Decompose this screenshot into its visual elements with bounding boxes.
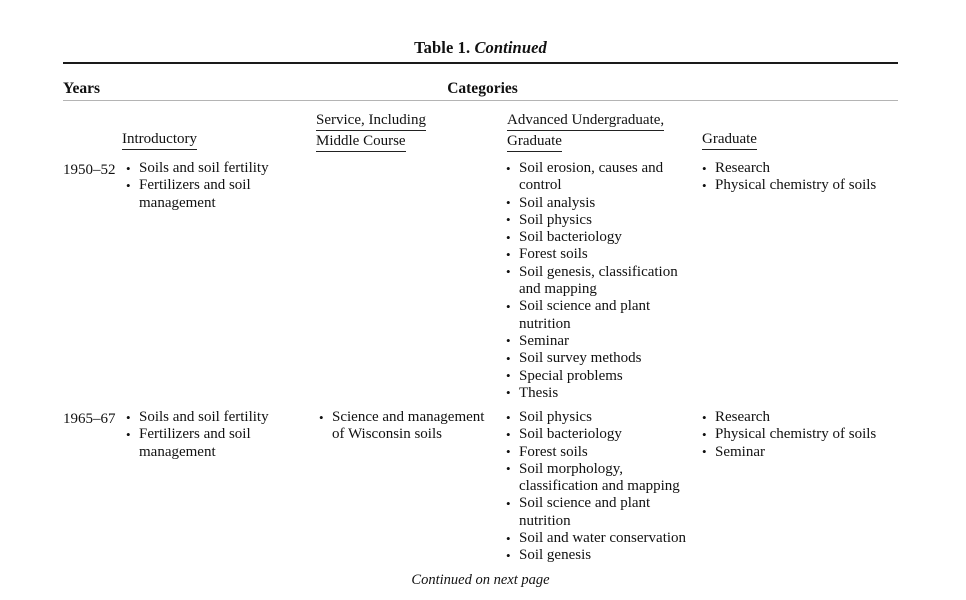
list-item: Soils and soil fertility — [126, 159, 306, 177]
list-item: Soil physics — [506, 408, 696, 426]
list-item: Soil morphology, classification and mapp… — [506, 460, 696, 496]
column-header-advanced-line2: Graduate — [507, 133, 562, 152]
column-header-introductory-line1: Introductory — [122, 131, 197, 150]
cell-advanced: Soil physicsSoil bacteriologyForest soil… — [506, 408, 696, 565]
cell-introductory: Soils and soil fertilityFertilizers and … — [126, 159, 306, 212]
column-header-advanced: Advanced Undergraduate, Graduate — [507, 112, 665, 152]
list-item: Research — [702, 408, 902, 426]
list-item: Soil erosion, causes and control — [506, 160, 696, 195]
list-item: Thesis — [506, 384, 696, 402]
list-item: Forest soils — [506, 443, 696, 461]
list-item: Soil science and plant nutrition — [506, 495, 696, 530]
list-item: Science and management of Wisconsin soil… — [319, 409, 499, 444]
list-item: Research — [702, 159, 902, 177]
column-header-service-line2: Middle Course — [316, 133, 406, 152]
list-item: Fertilizers and soil management — [126, 426, 306, 461]
column-header-service: Service, Including Middle Course — [316, 112, 426, 152]
header-years: Years — [63, 80, 101, 97]
list-item: Soil physics — [506, 211, 696, 229]
list-item: Soil genesis — [506, 547, 696, 565]
list-advanced: Soil physicsSoil bacteriologyForest soil… — [506, 408, 696, 565]
list-item: Soil survey methods — [506, 350, 696, 368]
list-item: Physical chemistry of soils — [702, 426, 902, 444]
list-advanced: Soil erosion, causes and controlSoil ana… — [506, 160, 696, 402]
header-categories: Categories — [447, 80, 518, 97]
column-header-introductory: Introductory — [122, 131, 197, 150]
list-item: Soil analysis — [506, 194, 696, 212]
table-title: Table 1. Continued — [63, 38, 898, 58]
cell-advanced: Soil erosion, causes and controlSoil ana… — [506, 160, 696, 402]
cell-graduate: ResearchPhysical chemistry of soils — [702, 159, 902, 195]
table-top-rule — [63, 62, 898, 64]
cell-service: Science and management of Wisconsin soil… — [319, 409, 499, 444]
column-header-graduate-line1: Graduate — [702, 131, 757, 150]
cell-graduate: ResearchPhysical chemistry of soilsSemin… — [702, 408, 902, 461]
column-header-service-line1: Service, Including — [316, 112, 426, 131]
column-header-graduate: Graduate — [702, 131, 757, 150]
list-item: Soil genesis, classification and mapping — [506, 263, 696, 299]
table-title-continued: Continued — [474, 38, 547, 57]
list-item: Seminar — [506, 332, 696, 350]
list-introductory: Soils and soil fertilityFertilizers and … — [126, 408, 306, 461]
continued-note: Continued on next page — [411, 572, 550, 588]
table-header-rule — [63, 100, 898, 101]
list-item: Soil science and plant nutrition — [506, 298, 696, 333]
list-item: Physical chemistry of soils — [702, 177, 902, 195]
list-item: Soil and water conservation — [506, 530, 696, 548]
list-item: Fertilizers and soil management — [126, 177, 306, 212]
cell-introductory: Soils and soil fertilityFertilizers and … — [126, 408, 306, 461]
list-graduate: ResearchPhysical chemistry of soils — [702, 159, 902, 195]
list-graduate: ResearchPhysical chemistry of soilsSemin… — [702, 408, 902, 461]
list-item: Forest soils — [506, 246, 696, 264]
list-item: Soil bacteriology — [506, 229, 696, 247]
list-item: Special problems — [506, 367, 696, 385]
list-item: Soils and soil fertility — [126, 408, 306, 426]
column-header-advanced-line1: Advanced Undergraduate, — [507, 112, 665, 131]
list-item: Soil bacteriology — [506, 426, 696, 444]
row-years: 1965–67 — [63, 411, 116, 427]
list-introductory: Soils and soil fertilityFertilizers and … — [126, 159, 306, 212]
row-years: 1950–52 — [63, 162, 116, 178]
list-service: Science and management of Wisconsin soil… — [319, 409, 499, 444]
table-title-prefix: Table 1. — [414, 38, 471, 57]
list-item: Seminar — [702, 443, 902, 461]
